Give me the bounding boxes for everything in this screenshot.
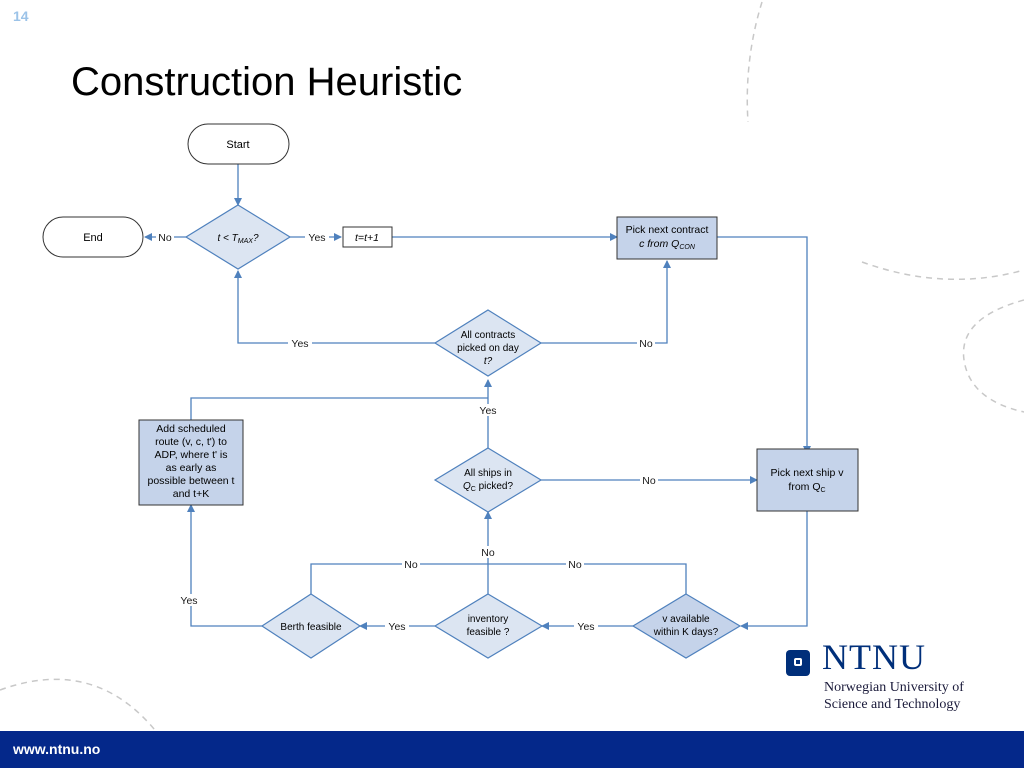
label-yes: Yes (577, 621, 594, 633)
all-ships-line2: QC picked? (463, 481, 514, 493)
add-route-line: Add scheduled (156, 423, 226, 435)
ntnu-wordmark: NTNU (822, 637, 926, 677)
available-decision: v available within K days? (631, 593, 742, 659)
label-yes: Yes (308, 232, 325, 244)
label-yes: Yes (479, 405, 496, 417)
label-no: No (158, 232, 172, 244)
label-no: No (404, 559, 418, 571)
check-tmax-label: t < TMAX? (217, 233, 258, 245)
label-no: No (639, 338, 653, 350)
pick-ship-box: Pick next ship v from QC (756, 448, 859, 512)
pick-contract-line1: Pick next contract (626, 224, 709, 236)
add-route-line: route (v, c, t') to (155, 436, 227, 448)
available-line2: within K days? (653, 627, 719, 638)
start-node: Start (187, 123, 290, 165)
label-no: No (481, 547, 495, 559)
edge-berth-yes-addroute (187, 504, 262, 627)
slide-title: Construction Heuristic (71, 60, 463, 104)
available-line1: v available (662, 614, 710, 625)
pick-ship-line2: from QC (788, 481, 825, 494)
all-contracts-decision: All contracts picked on day t? (433, 309, 543, 377)
start-label: Start (226, 139, 249, 151)
add-route-box: Add scheduled route (v, c, t') to ADP, w… (138, 419, 244, 506)
edge-allcontracts-no-contract (541, 260, 671, 344)
add-route-line: ADP, where t' is (154, 449, 227, 461)
deco-arc-top (746, 1, 763, 123)
slide-number: 14 (13, 8, 29, 24)
edge-contract-to-ship (717, 236, 811, 454)
pick-contract-box: Pick next contract c from QCON (616, 216, 718, 260)
inventory-line1: inventory (468, 614, 509, 625)
footer-url-link[interactable]: www.ntnu.no (13, 741, 101, 757)
edge-allcontracts-yes-check (234, 270, 435, 344)
all-ships-line1: All ships in (464, 468, 512, 479)
label-no: No (568, 559, 582, 571)
all-contracts-line2: picked on day (457, 343, 519, 354)
label-yes: Yes (180, 595, 197, 607)
add-route-line: possible between t (148, 475, 235, 487)
pick-ship-line1: Pick next ship v (771, 467, 845, 479)
increment-box: t=t+1 (342, 226, 393, 248)
label-yes: Yes (291, 338, 308, 350)
pick-contract-line2: c from QCON (639, 238, 696, 251)
ntnu-logo: NTNU Norwegian University of Science and… (786, 637, 996, 715)
all-ships-decision: All ships in QC picked? (433, 447, 543, 513)
check-tmax-decision: t < TMAX? (184, 204, 292, 270)
all-contracts-line1: All contracts (461, 330, 515, 341)
ntnu-name-line2: Science and Technology (824, 697, 961, 712)
deco-arc-right-1 (861, 261, 1024, 280)
end-label: End (83, 232, 103, 244)
footer-bar: www.ntnu.no (0, 731, 1024, 768)
edge-available-no (488, 563, 687, 594)
increment-label: t=t+1 (355, 232, 379, 244)
ntnu-logo-mark (786, 650, 810, 676)
inventory-line2: feasible ? (467, 627, 510, 638)
inventory-decision: inventory feasible ? (433, 593, 544, 659)
edge-berth-no (310, 563, 488, 594)
label-yes: Yes (388, 621, 405, 633)
berth-label: Berth feasible (280, 622, 342, 633)
end-node: End (42, 216, 144, 258)
label-no: No (642, 475, 656, 487)
deco-arc-right-2 (962, 299, 1024, 413)
all-contracts-line3: t? (484, 356, 493, 367)
ntnu-name-line1: Norwegian University of (824, 680, 964, 695)
edge-ship-to-available (740, 511, 808, 630)
add-route-line: as early as (166, 462, 217, 474)
berth-decision: Berth feasible (260, 593, 362, 659)
add-route-line: and t+K (173, 488, 210, 500)
edge-addroute-to-allcontracts (190, 397, 488, 420)
